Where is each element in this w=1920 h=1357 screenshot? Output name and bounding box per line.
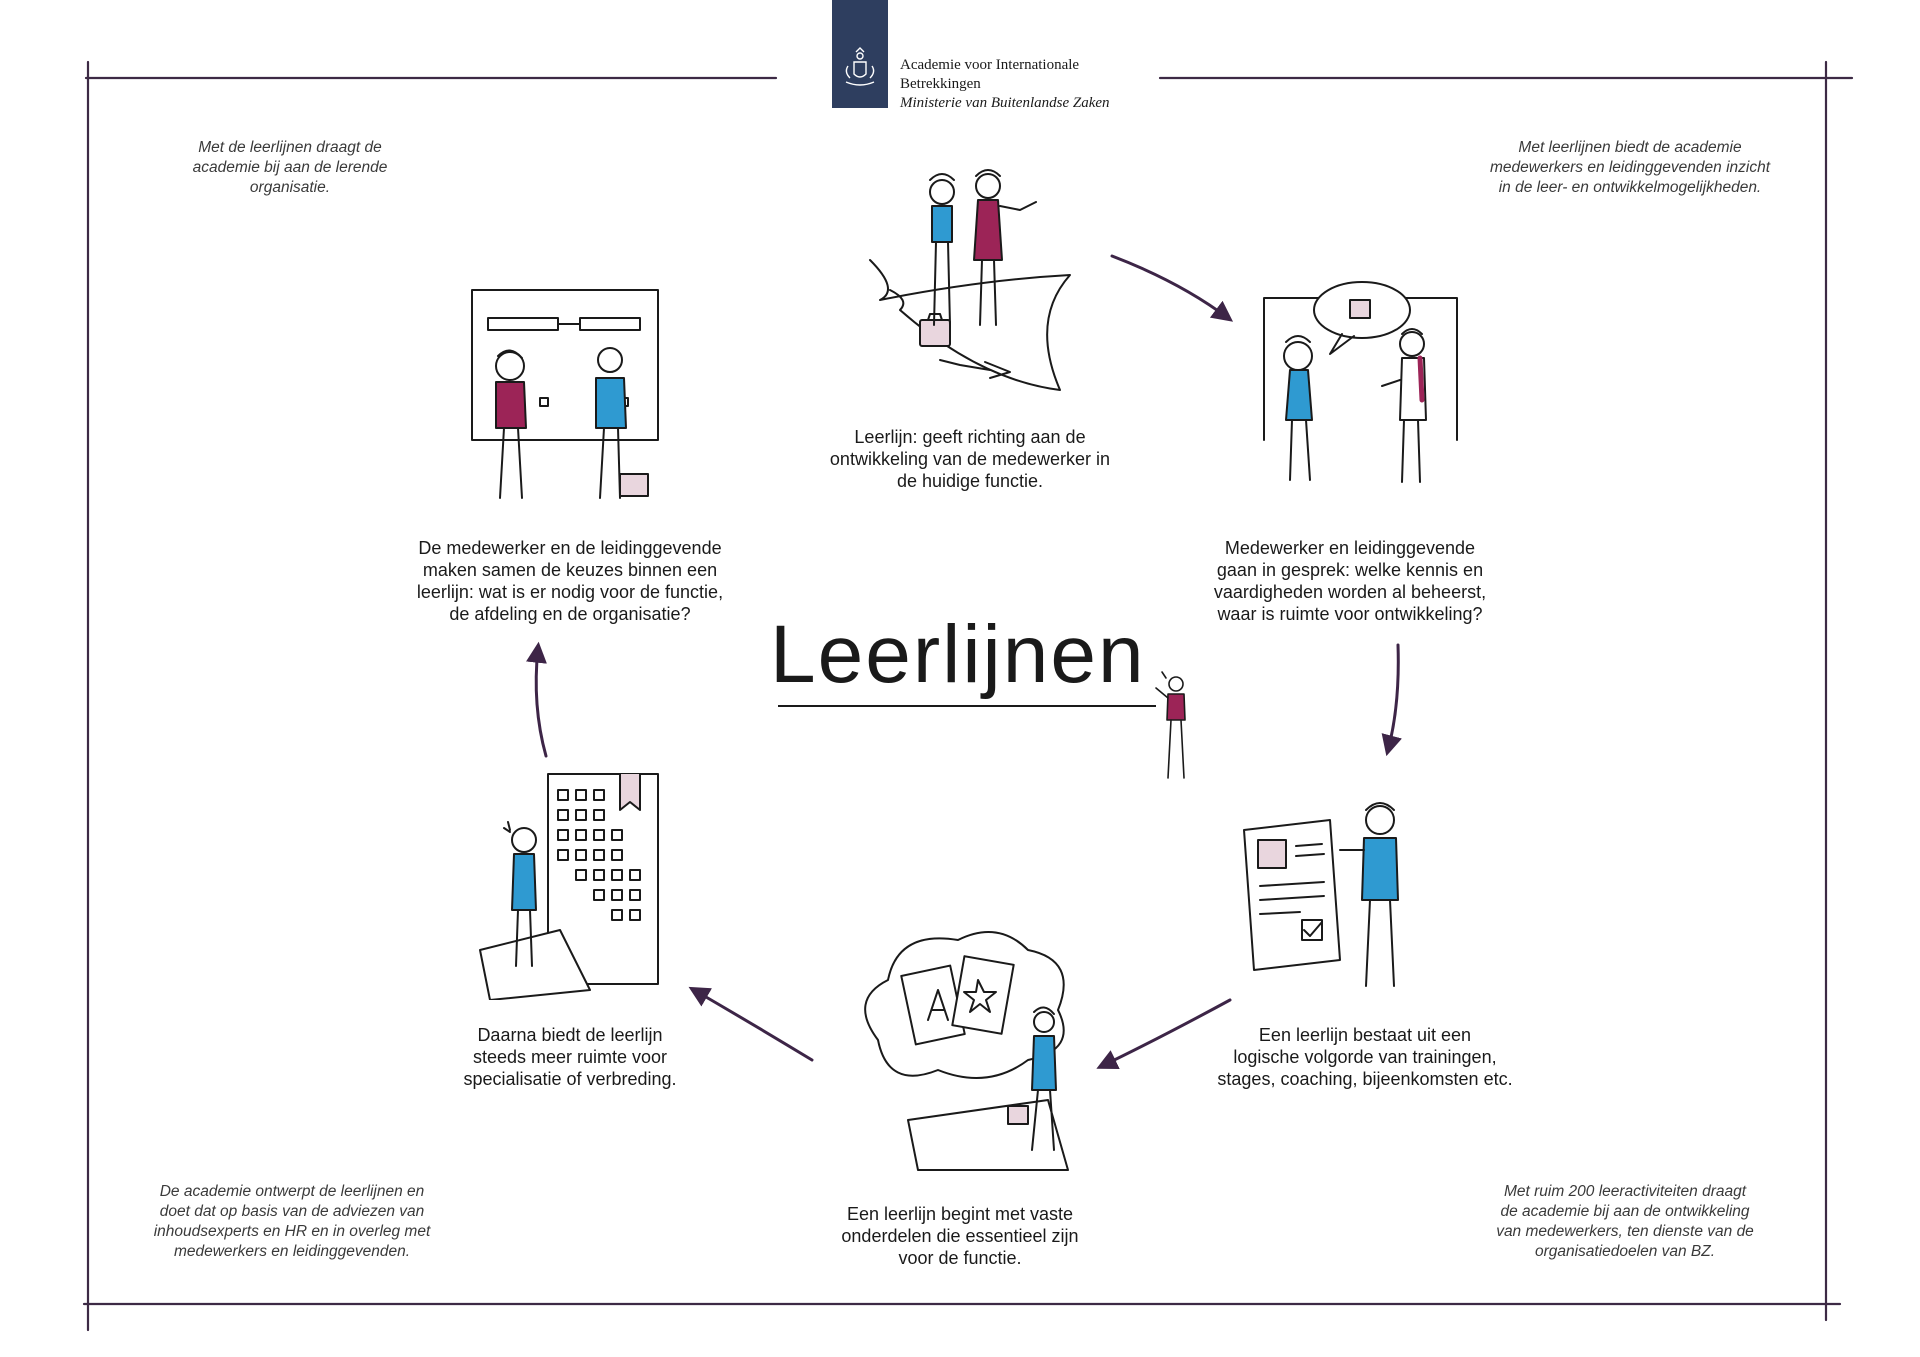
- step-caption-top: Leerlijn: geeft richting aan de ontwikke…: [829, 427, 1111, 491]
- illustration-whiteboard-planning: [471, 289, 659, 499]
- arrow-left-up: [526, 641, 548, 758]
- illustration-conversation-puzzle: [1263, 281, 1458, 483]
- step-caption-bottom: Een leerlijn begint met vaste onderdelen…: [841, 1204, 1079, 1268]
- coat-of-arms-icon: [845, 47, 875, 86]
- org-line-1: Academie voor Internationale: [900, 57, 1080, 73]
- org-line-3: Ministerie van Buitenlandse Zaken: [900, 95, 1110, 111]
- note-bottom-right: Met ruim 200 leeractiviteiten draagt de …: [1496, 1183, 1754, 1260]
- note-bottom-left: De academie ontwerpt de leerlijnen en do…: [153, 1183, 431, 1260]
- note-top-right: Met leerlijnen biedt de academie medewer…: [1489, 139, 1771, 196]
- illustration-two-people-on-map: [869, 169, 1071, 391]
- page-title: Leerlijnen: [770, 609, 1146, 700]
- organisation-name: Academie voor Internationale Betrekkinge…: [900, 56, 1110, 113]
- step-caption-right-lower: Een leerlijn bestaat uit een logische vo…: [1217, 1025, 1513, 1089]
- illustration-learning-path-document: [1243, 802, 1399, 987]
- logo-emblem-box: [832, 0, 888, 108]
- step-caption-left-upper: De medewerker en de leidinggevende maken…: [416, 538, 724, 624]
- step-caption-right-upper: Medewerker en leidinggevende gaan in ges…: [1213, 538, 1487, 624]
- arrow-right-to-bottom: [1096, 998, 1232, 1070]
- arrow-right-down: [1381, 643, 1402, 757]
- step-caption-left-lower: Daarna biedt de leerlijn steeds meer rui…: [463, 1025, 677, 1089]
- illustration-specialisation-board: [479, 773, 659, 1000]
- illustration-waving-person: [1155, 671, 1186, 779]
- illustration-thought-cloud-cards: [864, 931, 1069, 1171]
- arrow-bottom-to-left: [688, 986, 814, 1062]
- grid-cells: [557, 789, 641, 921]
- org-line-2: Betrekkingen: [900, 76, 981, 92]
- arrow-top-to-right: [1110, 254, 1234, 322]
- note-top-left: Met de leerlijnen draagt de academie bij…: [192, 139, 388, 196]
